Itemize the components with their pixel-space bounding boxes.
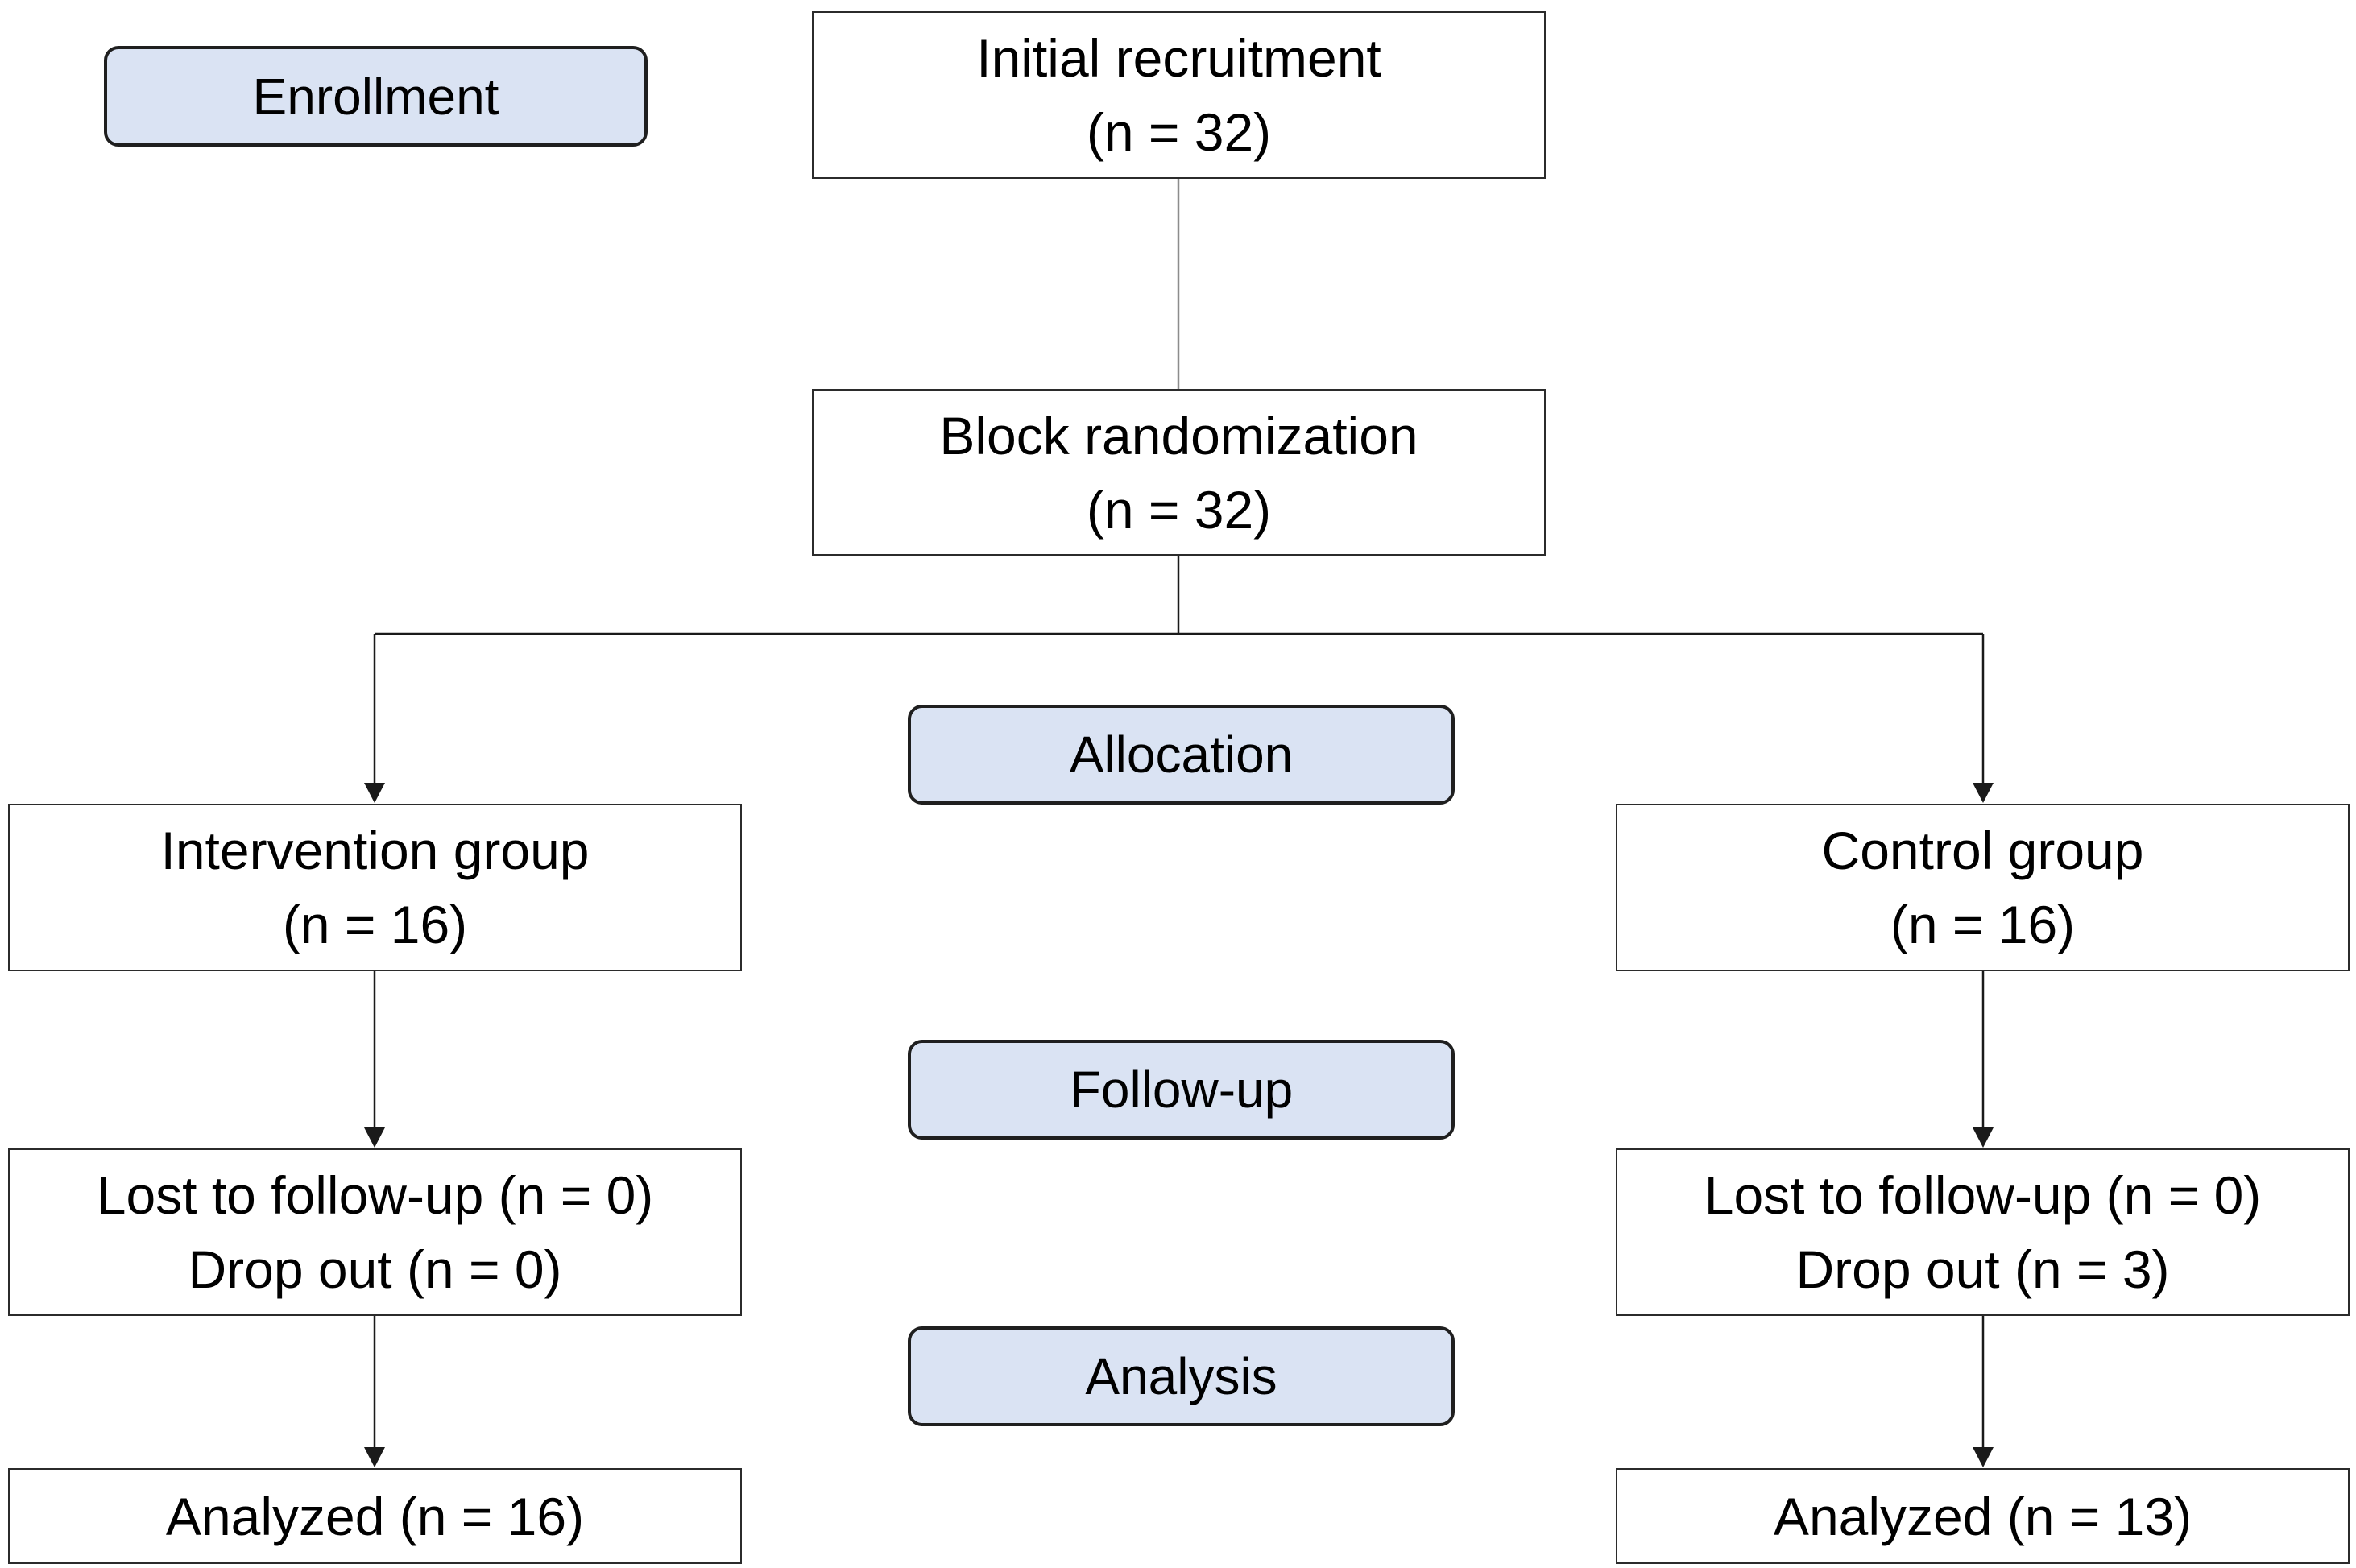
intervention-analyzed-box: Analyzed (n = 16) (8, 1468, 742, 1564)
control-group-title: Control group (1821, 821, 2144, 880)
intervention-group-count: (n = 16) (282, 895, 468, 954)
initial-recruitment-count: (n = 32) (1086, 102, 1272, 162)
control-group-count: (n = 16) (1890, 895, 2076, 954)
stage-allocation-label: Allocation (1069, 726, 1294, 784)
intervention-lost-to-follow-up: Lost to follow-up (n = 0) (96, 1165, 654, 1225)
control-group-box: Control group (n = 16) (1616, 804, 2350, 971)
stage-analysis: Analysis (908, 1326, 1455, 1426)
intervention-group-title: Intervention group (160, 821, 590, 880)
arrowhead-intervention-followup (364, 1127, 385, 1148)
intervention-drop-out: Drop out (n = 0) (188, 1239, 562, 1299)
block-randomization-box: Block randomization (n = 32) (812, 389, 1546, 556)
control-analyzed-label: Analyzed (n = 13) (1773, 1486, 2192, 1546)
initial-recruitment-title: Initial recruitment (976, 28, 1381, 88)
arrowhead-intervention-analyzed (364, 1447, 385, 1467)
intervention-analyzed-label: Analyzed (n = 16) (165, 1486, 585, 1546)
block-randomization-title: Block randomization (939, 405, 1418, 465)
arrowhead-intervention-group (364, 783, 385, 803)
stage-analysis-label: Analysis (1085, 1347, 1277, 1405)
control-followup-box: Lost to follow-up (n = 0) Drop out (n = … (1616, 1148, 2350, 1316)
block-randomization-count: (n = 32) (1086, 479, 1272, 540)
arrowhead-control-analyzed (1973, 1447, 1994, 1467)
stage-follow-up: Follow-up (908, 1040, 1455, 1140)
stage-allocation: Allocation (908, 705, 1455, 805)
arrowhead-control-group (1973, 783, 1994, 803)
initial-recruitment-box: Initial recruitment (n = 32) (812, 11, 1546, 179)
arrowhead-control-followup (1973, 1127, 1994, 1148)
intervention-followup-box: Lost to follow-up (n = 0) Drop out (n = … (8, 1148, 742, 1316)
control-lost-to-follow-up: Lost to follow-up (n = 0) (1704, 1165, 2262, 1225)
control-drop-out: Drop out (n = 3) (1795, 1239, 2170, 1299)
stage-enrollment: Enrollment (104, 46, 648, 147)
intervention-group-box: Intervention group (n = 16) (8, 804, 742, 971)
stage-follow-up-label: Follow-up (1069, 1061, 1294, 1119)
stage-enrollment-label: Enrollment (252, 67, 499, 126)
control-analyzed-box: Analyzed (n = 13) (1616, 1468, 2350, 1564)
